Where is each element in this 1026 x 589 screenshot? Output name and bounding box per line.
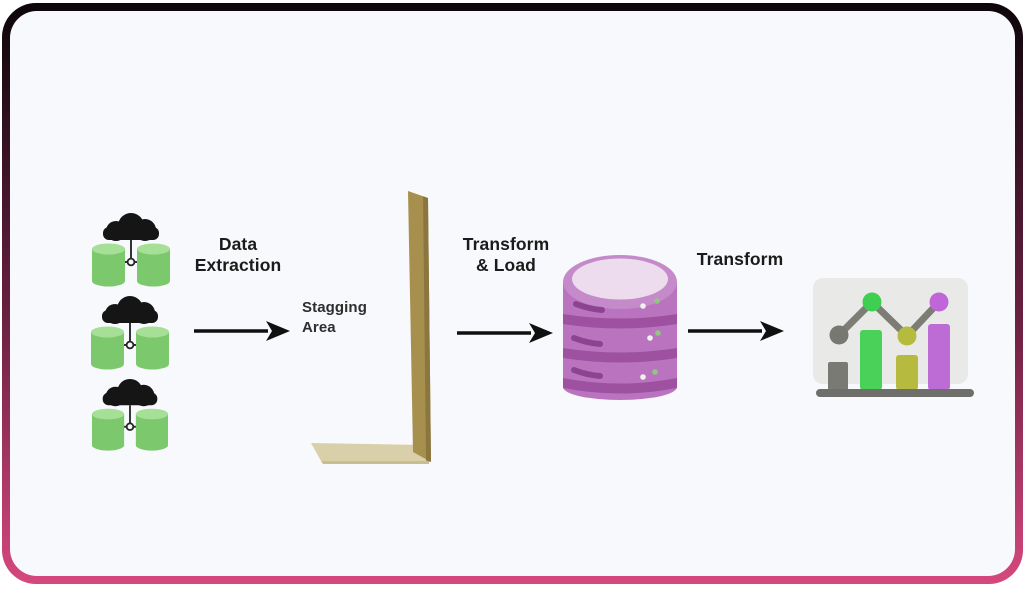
transform-text: Transform (696, 249, 784, 269)
staging-line2: Area (302, 319, 336, 336)
cloud-databases-source-icon (89, 211, 173, 291)
analytics-chart-icon (813, 278, 974, 397)
transform-load-line2: & Load (476, 255, 536, 275)
data-extraction-label: Data Extraction (185, 234, 291, 276)
data-extraction-line1: Data (218, 234, 258, 254)
transform-load-label: Transform & Load (450, 234, 562, 276)
cloud-databases-source-icon (88, 294, 172, 374)
transform-label: Transform (690, 249, 790, 270)
staging-board-icon (311, 191, 431, 464)
data-extraction-line2: Extraction (194, 255, 282, 275)
disk-dashes (571, 301, 605, 379)
cloud-databases-source-icon (88, 377, 172, 455)
disk-status-dots (640, 298, 661, 380)
staging-area-label: Stagging Area (302, 298, 392, 338)
flow-arrow-icon (457, 323, 553, 343)
staging-line1: Stagging (302, 299, 367, 316)
flow-arrow-icon (688, 321, 784, 341)
flow-arrow-icon (194, 321, 290, 341)
data-warehouse-database-icon (563, 255, 677, 400)
transform-load-line1: Transform (462, 234, 550, 254)
